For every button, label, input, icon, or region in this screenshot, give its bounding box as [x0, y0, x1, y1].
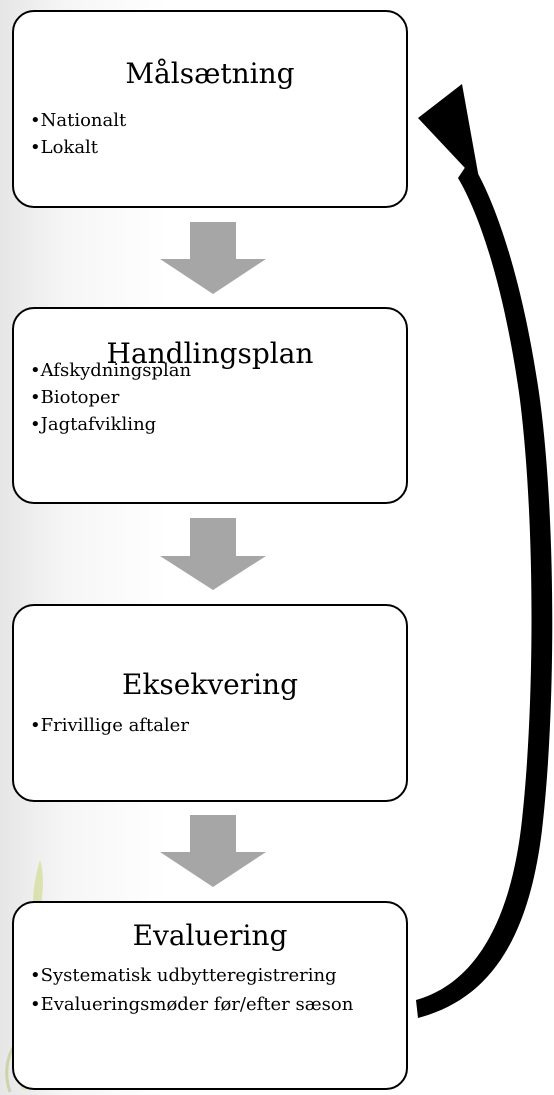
- stage-box-handlingsplan: Handlingsplan Afskydningsplan Biotoper J…: [12, 307, 408, 504]
- stage-bullet-list: Afskydningsplan Biotoper Jagtafvikling: [30, 357, 398, 438]
- stage-bullet: Nationalt: [30, 107, 398, 134]
- stage-bullet: Evalueringsmøder før/efter sæson: [30, 992, 398, 1017]
- stage-box-evaluering: Evaluering Systematisk udbytteregistreri…: [12, 901, 408, 1090]
- stage-bullet: Systematisk udbytteregistrering: [30, 963, 398, 988]
- stage-bullet: Biotoper: [30, 384, 398, 411]
- down-arrow-icon: [160, 518, 266, 590]
- stage-bullet: Afskydningsplan: [30, 357, 398, 384]
- feedback-arrow-icon: [416, 160, 553, 1018]
- stage-title: Eksekvering: [122, 668, 298, 701]
- stage-bullet-list: Systematisk udbytteregistrering Evalueri…: [30, 963, 398, 1017]
- stage-bullet-list: Nationalt Lokalt: [30, 107, 398, 161]
- stage-bullet-list: Frivillige aftaler: [30, 712, 398, 739]
- stage-box-malsaetning: Målsætning Nationalt Lokalt: [12, 10, 408, 208]
- stage-bullet: Jagtafvikling: [30, 411, 398, 438]
- down-arrow-icon: [160, 815, 266, 887]
- stage-title: Målsætning: [125, 57, 295, 90]
- down-arrow-icon: [160, 222, 266, 294]
- stage-title: Evaluering: [132, 919, 288, 952]
- stage-bullet: Frivillige aftaler: [30, 712, 398, 739]
- stage-bullet: Lokalt: [30, 134, 398, 161]
- feedback-arrowhead-icon: [418, 84, 480, 184]
- stage-box-eksekvering: Eksekvering Frivillige aftaler: [12, 604, 408, 802]
